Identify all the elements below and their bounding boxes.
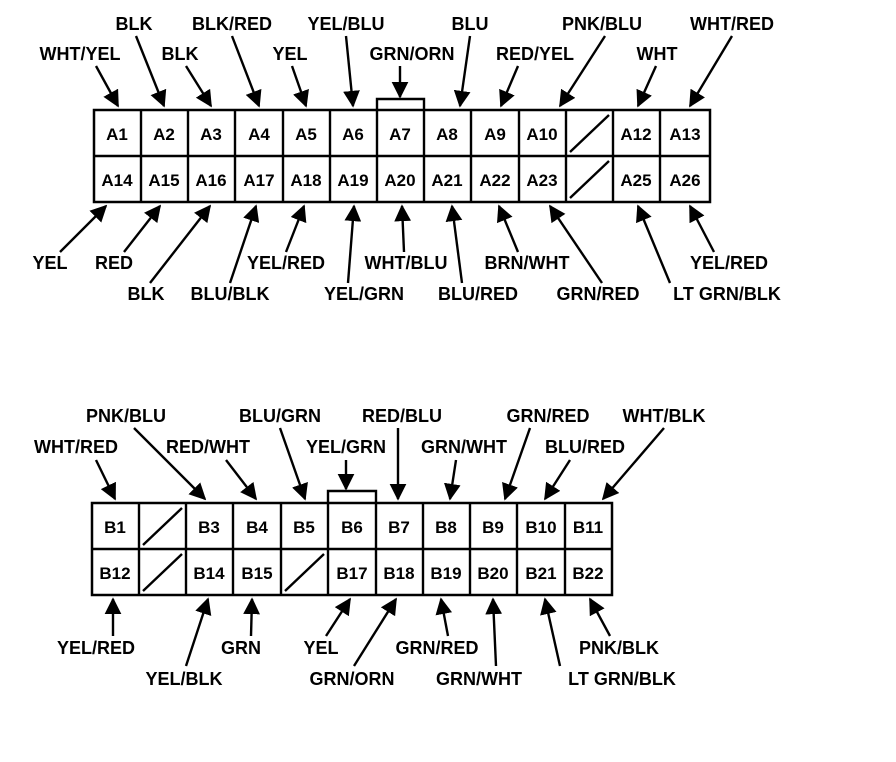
wire-label-a4: BLK/RED xyxy=(192,14,272,34)
connector-b-empty-slot-b2 xyxy=(142,507,183,546)
pin-b10: B10 xyxy=(525,518,556,537)
wire-label-b15: GRN xyxy=(221,638,261,658)
pin-b21: B21 xyxy=(525,564,556,583)
wire-label-a13: WHT/RED xyxy=(690,14,774,34)
connector-a: A1 A2 A3 A4 A5 A6 A7 A8 A9 A10 A12 A13 A… xyxy=(32,14,780,304)
pin-a7: A7 xyxy=(389,125,411,144)
wire-label-a25: LT GRN/BLK xyxy=(673,284,781,304)
pin-b14: B14 xyxy=(193,564,225,583)
wire-label-b14: YEL/BLK xyxy=(145,669,222,689)
wire-label-a12: WHT xyxy=(637,44,678,64)
pin-a15: A15 xyxy=(148,171,179,190)
wire-label-b11: WHT/BLK xyxy=(623,406,706,426)
pin-b6: B6 xyxy=(341,518,363,537)
connector-b-empty-slot-b16 xyxy=(284,553,325,592)
wire-label-a17: BLU/BLK xyxy=(191,284,270,304)
wire-label-a20: WHT/BLU xyxy=(365,253,448,273)
pin-a12: A12 xyxy=(620,125,651,144)
pin-a26: A26 xyxy=(669,171,700,190)
pin-b1: B1 xyxy=(104,518,126,537)
wire-label-a14: YEL xyxy=(32,253,67,273)
pin-a8: A8 xyxy=(436,125,458,144)
wire-label-b20: GRN/WHT xyxy=(436,669,522,689)
connector-b-empty-slot-b13 xyxy=(142,553,183,592)
pin-a6: A6 xyxy=(342,125,364,144)
wire-label-a7: GRN/ORN xyxy=(370,44,455,64)
pin-a22: A22 xyxy=(479,171,510,190)
pin-a21: A21 xyxy=(431,171,462,190)
pin-b5: B5 xyxy=(293,518,315,537)
pin-a25: A25 xyxy=(620,171,651,190)
pin-b9: B9 xyxy=(482,518,504,537)
pin-b18: B18 xyxy=(383,564,414,583)
wire-label-a9: RED/YEL xyxy=(496,44,574,64)
wire-label-b6: YEL/GRN xyxy=(306,437,386,457)
wire-label-a8: BLU xyxy=(452,14,489,34)
pin-b20: B20 xyxy=(477,564,508,583)
wire-label-a5: YEL xyxy=(272,44,307,64)
pin-a16: A16 xyxy=(195,171,226,190)
pin-b17: B17 xyxy=(336,564,367,583)
wire-label-b18: GRN/ORN xyxy=(310,669,395,689)
pin-b11: B11 xyxy=(573,518,603,537)
pin-a5: A5 xyxy=(295,125,317,144)
pin-a1: A1 xyxy=(106,125,128,144)
connector-b-bracket xyxy=(326,489,378,503)
pin-a20: A20 xyxy=(384,171,415,190)
pin-a2: A2 xyxy=(153,125,175,144)
pin-b3: B3 xyxy=(198,518,220,537)
connector-a-empty-slot-bottom xyxy=(569,160,610,199)
pin-b12: B12 xyxy=(99,564,130,583)
pin-b15: B15 xyxy=(241,564,272,583)
wire-label-a18: YEL/RED xyxy=(247,253,325,273)
pin-a14: A14 xyxy=(101,171,133,190)
wire-label-b10: BLU/RED xyxy=(545,437,625,457)
wire-label-a26: YEL/RED xyxy=(690,253,768,273)
wire-label-b21: LT GRN/BLK xyxy=(568,669,676,689)
wire-label-b12: YEL/RED xyxy=(57,638,135,658)
wire-label-b9: GRN/RED xyxy=(506,406,589,426)
wire-label-b22: PNK/BLK xyxy=(579,638,659,658)
pin-a9: A9 xyxy=(484,125,506,144)
pin-a18: A18 xyxy=(290,171,321,190)
pin-b19: B19 xyxy=(430,564,461,583)
pin-a10: A10 xyxy=(526,125,557,144)
pin-a23: A23 xyxy=(526,171,557,190)
wire-label-a3: BLK xyxy=(162,44,199,64)
pin-a13: A13 xyxy=(669,125,700,144)
wire-label-b4: RED/WHT xyxy=(166,437,250,457)
pin-a17: A17 xyxy=(243,171,274,190)
wire-label-a23: GRN/RED xyxy=(556,284,639,304)
wire-label-a16: BLK xyxy=(128,284,165,304)
connector-b: B1 B3 B4 B5 B6 B7 B8 B9 B10 B11 B12 B14 … xyxy=(34,406,705,689)
pin-b7: B7 xyxy=(388,518,410,537)
wire-label-b7: RED/BLU xyxy=(362,406,442,426)
wire-label-a15: RED xyxy=(95,253,133,273)
pin-b8: B8 xyxy=(435,518,457,537)
wire-label-a1: WHT/YEL xyxy=(40,44,121,64)
pin-a19: A19 xyxy=(337,171,368,190)
connector-a-bracket xyxy=(375,97,426,110)
wire-label-a22: BRN/WHT xyxy=(485,253,570,273)
pin-a4: A4 xyxy=(248,125,270,144)
connector-a-empty-slot-top xyxy=(569,114,610,153)
pin-b4: B4 xyxy=(246,518,268,537)
wire-label-b5: BLU/GRN xyxy=(239,406,321,426)
wire-label-b8: GRN/WHT xyxy=(421,437,507,457)
wire-label-a6: YEL/BLU xyxy=(307,14,384,34)
pin-b22: B22 xyxy=(572,564,603,583)
wire-label-a21: BLU/RED xyxy=(438,284,518,304)
wire-label-b1: WHT/RED xyxy=(34,437,118,457)
wire-label-b19: GRN/RED xyxy=(395,638,478,658)
wire-label-a2: BLK xyxy=(116,14,153,34)
wire-label-b3: PNK/BLU xyxy=(86,406,166,426)
wire-label-a19: YEL/GRN xyxy=(324,284,404,304)
wire-label-b17: YEL xyxy=(303,638,338,658)
pin-a3: A3 xyxy=(200,125,222,144)
wire-label-a10: PNK/BLU xyxy=(562,14,642,34)
